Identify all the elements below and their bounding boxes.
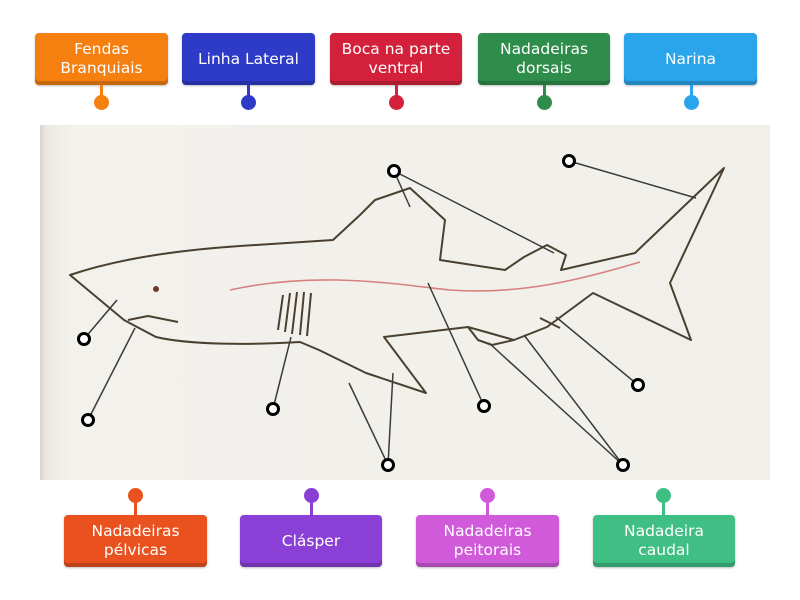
hotspot — [81, 413, 95, 427]
label-text: Boca na parte ventral — [341, 40, 451, 77]
pin-stem — [395, 85, 398, 97]
label-text: Nadadeiras dorsais — [499, 40, 589, 77]
pin-stem — [310, 498, 313, 516]
label-narina[interactable]: Narina — [624, 33, 757, 85]
label-nadadeira-caudal[interactable]: Nadadeira caudal — [593, 515, 735, 567]
clasper — [539, 317, 561, 329]
hotspot — [266, 402, 280, 416]
drag-pin[interactable] — [480, 488, 495, 503]
label-fendas-branquiais[interactable]: Fendas Branquiais — [35, 33, 168, 85]
pin-stem — [486, 498, 489, 516]
label-linha-lateral[interactable]: Linha Lateral — [182, 33, 315, 85]
label-text: Nadadeira caudal — [624, 522, 704, 559]
label-boca-parte-ventral[interactable]: Boca na parte ventral — [330, 33, 462, 85]
pin-stem — [134, 498, 137, 516]
hotspot — [387, 164, 401, 178]
hotspot — [631, 378, 645, 392]
pin-stem — [543, 85, 546, 97]
pin-stem — [690, 85, 693, 97]
drag-pin[interactable] — [94, 95, 109, 110]
drag-pin[interactable] — [537, 95, 552, 110]
drag-pin[interactable] — [684, 95, 699, 110]
drag-pin[interactable] — [304, 488, 319, 503]
label-nadadeiras-pelvicas[interactable]: Nadadeiras pélvicas — [64, 515, 207, 567]
label-text: Narina — [664, 49, 717, 68]
hotspot — [477, 399, 491, 413]
drag-pin[interactable] — [241, 95, 256, 110]
label-clasper[interactable]: Clásper — [240, 515, 382, 567]
label-text: Fendas Branquiais — [60, 40, 143, 77]
label-text: Clásper — [281, 531, 341, 550]
hotspot — [562, 154, 576, 168]
drag-pin[interactable] — [389, 95, 404, 110]
hotspot — [77, 332, 91, 346]
hotspot — [616, 458, 630, 472]
gill-slits — [277, 291, 312, 337]
shark-outline — [69, 167, 725, 394]
eye — [153, 286, 159, 292]
pelvic-fin — [467, 326, 515, 346]
drag-pin[interactable] — [128, 488, 143, 503]
label-nadadeiras-dorsais[interactable]: Nadadeiras dorsais — [478, 33, 610, 85]
pin-stem — [247, 85, 250, 97]
label-text: Nadadeiras pélvicas — [91, 522, 180, 559]
label-text: Linha Lateral — [198, 49, 299, 68]
pin-stem — [662, 498, 665, 516]
hotspot — [381, 458, 395, 472]
drag-pin[interactable] — [656, 488, 671, 503]
pin-stem — [100, 85, 103, 97]
lateral-line — [229, 261, 641, 292]
mouth-line — [127, 315, 179, 323]
label-nadadeiras-peitorais[interactable]: Nadadeiras peitorais — [416, 515, 559, 567]
label-text: Nadadeiras peitorais — [443, 522, 532, 559]
